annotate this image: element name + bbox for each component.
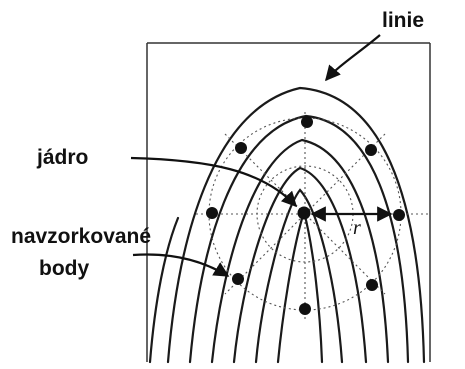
sample-point-top [301,116,313,128]
sampled-points-label-line1: navzorkované [11,225,151,248]
lines-pointer-arrow [324,34,381,82]
core-label: jádro [36,146,88,169]
frame [146,42,431,362]
ridge-line-2 [188,114,410,364]
sample-point-top-left [235,142,247,154]
ridge-line-inner [276,208,324,364]
ridge-line-extra-left [148,216,180,364]
sampled-points [206,116,405,315]
sample-point-left [206,207,218,219]
sample-point-right [393,209,405,221]
core-pointer-arrow [130,156,298,208]
lines-label: linie [382,9,424,32]
radius-label: r [353,217,361,239]
ridge-lines [148,86,426,364]
ridge-line-outer [166,86,426,364]
sampled-points-pointer-arrow [132,253,230,277]
ridge-line-4 [232,166,368,364]
sample-point-bottom-right [366,279,378,291]
sample-point-top-right [365,144,377,156]
sample-point-bottom [299,303,311,315]
sampled-points-label-line2: body [39,257,89,280]
sample-point-bottom-left [232,273,244,285]
ridge-line-5 [254,188,344,364]
core-point [297,206,311,220]
